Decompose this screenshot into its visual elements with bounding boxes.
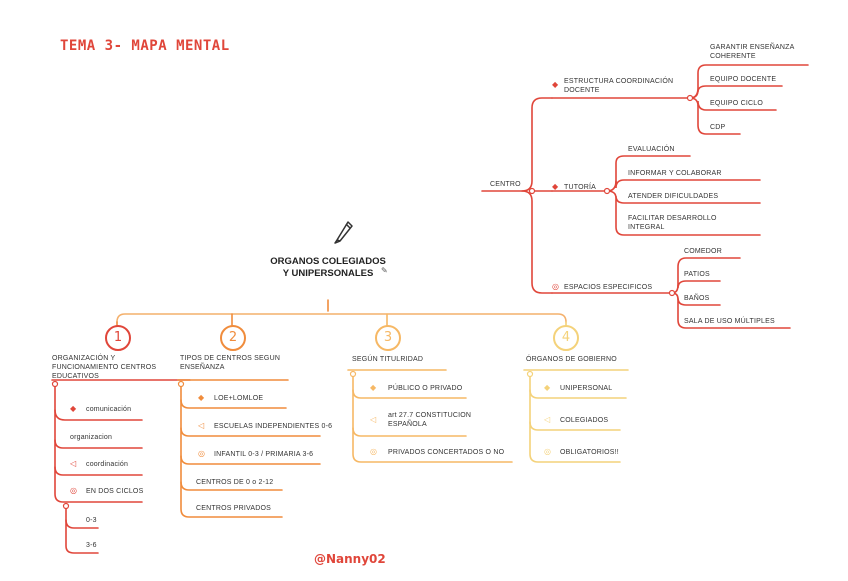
branch-4-item: UNIPERSONAL	[560, 385, 613, 392]
estructura-child: EQUIPO DOCENTE	[710, 76, 777, 83]
tutoria-node: TUTORÍA	[564, 184, 596, 191]
branch-1-item: organizacion	[70, 434, 113, 441]
chat-icon: ◎	[552, 282, 559, 291]
branch-1-item: coordinación	[86, 461, 129, 468]
estructura-child: GARANTIR ENSEÑANZA COHERENTE	[710, 44, 795, 60]
tutoria-child: EVALUACIÓN	[628, 146, 675, 153]
page-title: TEMA 3- MAPA MENTAL	[60, 38, 230, 54]
branch-1-item: EN DOS CICLOS	[86, 488, 144, 495]
branch-1-subitem: 0-3	[86, 517, 97, 524]
tutoria-child: INFORMAR Y COLABORAR	[628, 170, 722, 177]
espacios-child: SALA DE USO MÚLTIPLES	[684, 318, 775, 325]
branch-2-item: LOE+LOMLOE	[214, 395, 264, 402]
chat-icon: ◎	[370, 447, 377, 456]
branch-4-item: OBLIGATORIOS!!	[560, 449, 619, 456]
megaphone-icon: ◁	[70, 459, 77, 468]
branch-4-item: COLEGIADOS	[560, 417, 609, 424]
espacios-child: BAÑOS	[684, 295, 710, 302]
gem-icon: ◆	[552, 80, 559, 89]
pencil-icon	[334, 221, 353, 244]
central-topic: ORGANOS COLEGIADOS Y UNIPERSONALES	[270, 256, 386, 279]
chat-icon: ◎	[198, 449, 205, 458]
branch-1-subitem: 3-6	[86, 542, 97, 549]
espacios-child: PATIOS	[684, 271, 710, 278]
branch-3-item: PRIVADOS CONCERTADOS O NO	[388, 449, 505, 456]
branch-number-1: 1	[105, 325, 131, 351]
author-credit: @Nanny02	[314, 552, 386, 566]
tutoria-child: ATENDER DIFICULDADES	[628, 193, 719, 200]
tutoria-child: FACILITAR DESARROLLO INTEGRAL	[628, 215, 717, 231]
branch-2-item: CENTROS DE 0 o 2-12	[196, 479, 274, 486]
branch-3-item: PÚBLICO O PRIVADO	[388, 385, 463, 392]
gem-icon: ◆	[544, 383, 551, 392]
branch-4-label: ÓRGANOS DE GOBIERNO	[526, 356, 617, 363]
branch-3-item: art 27.7 CONSTITUCION ESPAÑOLA	[388, 412, 472, 428]
megaphone-icon: ◁	[198, 421, 205, 430]
branch-number-4: 4	[553, 325, 579, 351]
edit-small-icon: ✎	[381, 266, 388, 275]
branch-2-label: TIPOS DE CENTROS SEGUN ENSEÑANZA	[180, 355, 281, 371]
megaphone-icon: ◁	[544, 415, 551, 424]
branch-number-3: 3	[375, 325, 401, 351]
gem-icon: ◆	[198, 393, 205, 402]
branch-2-item: ESCUELAS INDEPENDIENTES 0-6	[214, 423, 333, 430]
chat-icon: ◎	[70, 486, 77, 495]
branch-2-item: INFANTIL 0-3 / PRIMARIA 3-6	[214, 451, 314, 458]
chat-icon: ◎	[544, 447, 551, 456]
espacios-child: COMEDOR	[684, 248, 722, 255]
branch-1-item: comunicación	[86, 406, 132, 413]
gem-icon: ◆	[370, 383, 377, 392]
gem-icon: ◆	[70, 404, 77, 413]
centro-node: CENTRO	[490, 181, 521, 188]
branch-3-label: SEGÚN TITULRIDAD	[352, 356, 424, 363]
branch-number-2: 2	[220, 325, 246, 351]
espacios-node: ESPACIOS ESPECIFICOS	[564, 284, 653, 291]
gem-icon: ◆	[552, 182, 559, 191]
estructura-child: CDP	[710, 124, 726, 131]
estructura-child: EQUIPO CICLO	[710, 100, 763, 107]
branch-1-label: ORGANIZACIÓN Y FUNCIONAMIENTO CENTROS ED…	[52, 355, 157, 380]
branch-2-item: CENTROS PRIVADOS	[196, 505, 272, 512]
estructura-node: ESTRUCTURA COORDINACIÓN DOCENTE	[564, 78, 674, 94]
megaphone-icon: ◁	[370, 415, 377, 424]
